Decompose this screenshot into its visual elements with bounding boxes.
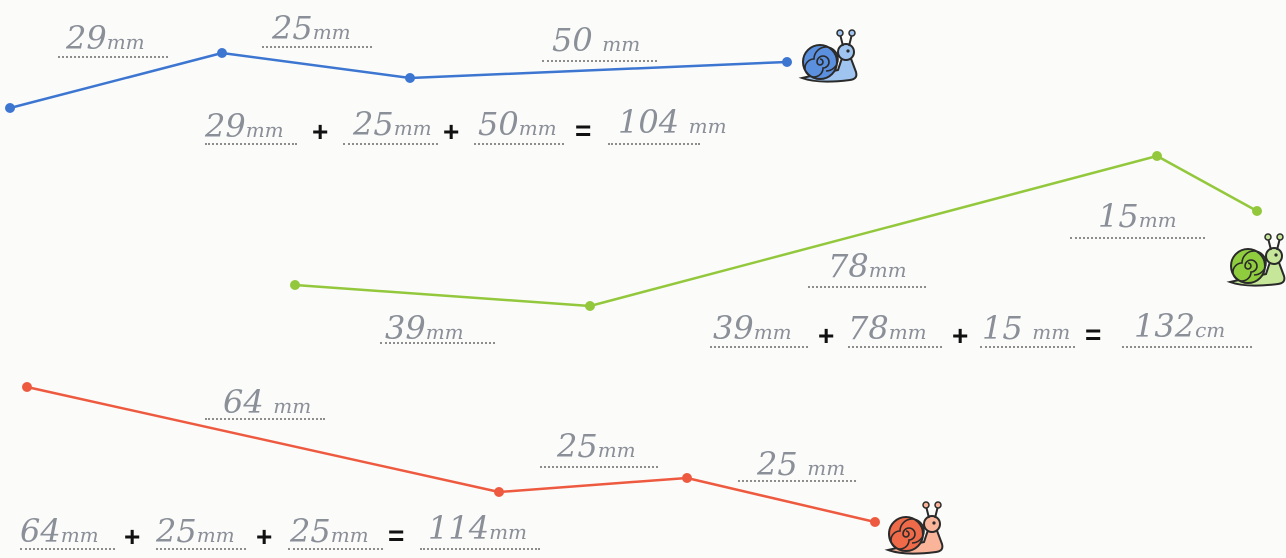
answer-line bbox=[205, 418, 325, 420]
snail-antenna-tip bbox=[934, 501, 942, 509]
green-total: 132cm bbox=[1134, 307, 1226, 345]
green-term-1: 39mm bbox=[713, 309, 792, 347]
blue-vertex-4 bbox=[782, 57, 792, 67]
green-vertex-3 bbox=[1152, 151, 1162, 161]
answer-line bbox=[474, 143, 564, 145]
red-term-3: 25mm bbox=[290, 512, 369, 550]
green-term-3: 15 mm bbox=[982, 309, 1071, 347]
red-polyline bbox=[25, 385, 877, 524]
green-segment-3-label: 15mm bbox=[1098, 197, 1177, 235]
red-total: 114mm bbox=[428, 509, 528, 547]
blue-polyline bbox=[8, 51, 789, 110]
plus-sign: + bbox=[952, 320, 969, 351]
red-term-1: 64mm bbox=[20, 512, 99, 550]
red-vertex-4 bbox=[870, 517, 880, 527]
blue-vertex-1 bbox=[5, 103, 15, 113]
snail-shell-spiral bbox=[1232, 250, 1267, 282]
answer-line bbox=[848, 346, 942, 348]
blue-segment-3-label: 50 mm bbox=[552, 21, 641, 59]
blue-vertex-3 bbox=[405, 73, 415, 83]
answer-line bbox=[608, 143, 700, 145]
answer-line bbox=[380, 342, 495, 344]
red-snail-icon bbox=[884, 501, 944, 555]
green-segment-1-label: 39mm bbox=[385, 309, 464, 347]
answer-line bbox=[980, 346, 1075, 348]
snail-shell-spiral bbox=[804, 46, 839, 78]
answer-line bbox=[710, 346, 808, 348]
green-snail-icon bbox=[1226, 233, 1286, 287]
equals-sign: = bbox=[1085, 319, 1102, 350]
green-polyline bbox=[293, 154, 1259, 308]
answer-line bbox=[1070, 237, 1205, 239]
red-segment-1-label: 64 mm bbox=[223, 383, 312, 421]
red-vertex-2 bbox=[494, 487, 504, 497]
snail-antenna-tip bbox=[836, 29, 844, 37]
green-vertex-4 bbox=[1252, 206, 1262, 216]
answer-line bbox=[738, 480, 856, 482]
green-broken-line bbox=[290, 151, 1262, 311]
red-vertex-3 bbox=[682, 473, 692, 483]
blue-term-1: 29mm bbox=[205, 107, 284, 145]
plus-sign: + bbox=[312, 116, 329, 147]
green-term-2: 78mm bbox=[848, 309, 927, 347]
red-vertex-1 bbox=[22, 382, 32, 392]
red-segment-2-label: 25mm bbox=[557, 427, 636, 465]
snail-head bbox=[837, 43, 855, 61]
blue-segment-2-label: 25mm bbox=[272, 9, 351, 47]
snail-antenna-tip bbox=[848, 29, 856, 37]
answer-line bbox=[205, 143, 297, 145]
blue-vertex-2 bbox=[217, 48, 227, 58]
plus-sign: + bbox=[443, 116, 460, 147]
answer-line bbox=[542, 60, 657, 62]
answer-line bbox=[540, 466, 658, 468]
snail-head bbox=[923, 515, 941, 533]
blue-broken-line bbox=[5, 48, 792, 113]
blue-snail-icon bbox=[798, 29, 858, 83]
snail-antenna-tip bbox=[1264, 233, 1272, 241]
answer-line bbox=[420, 548, 540, 550]
red-term-2: 25mm bbox=[156, 512, 235, 550]
equals-sign: = bbox=[575, 115, 592, 146]
red-segment-3-label: 25 mm bbox=[757, 445, 846, 483]
snail-antenna-tip bbox=[922, 501, 930, 509]
blue-segment-1-label: 29mm bbox=[66, 19, 145, 57]
answer-line bbox=[1122, 346, 1252, 348]
green-vertex-2 bbox=[585, 301, 595, 311]
answer-line bbox=[343, 143, 438, 145]
answer-line bbox=[288, 548, 383, 550]
answer-line bbox=[156, 548, 246, 550]
plus-sign: + bbox=[124, 521, 141, 552]
equals-sign: = bbox=[388, 520, 405, 551]
answer-line bbox=[58, 56, 168, 58]
snail-antenna-tip bbox=[1276, 233, 1284, 241]
blue-total: 104 mm bbox=[618, 103, 727, 141]
plus-sign: + bbox=[256, 521, 273, 552]
snail-eye bbox=[932, 521, 936, 525]
blue-term-3: 50mm bbox=[478, 105, 557, 143]
plus-sign: + bbox=[818, 320, 835, 351]
snail-shell-spiral bbox=[890, 518, 925, 550]
snail-head bbox=[1265, 247, 1283, 265]
red-broken-line bbox=[22, 382, 880, 527]
snail-eye bbox=[846, 49, 850, 53]
green-vertex-1 bbox=[290, 280, 300, 290]
blue-term-2: 25mm bbox=[353, 105, 432, 143]
answer-line bbox=[808, 286, 926, 288]
green-segment-2-label: 78mm bbox=[828, 247, 907, 285]
answer-line bbox=[262, 46, 372, 48]
snail-eye bbox=[1274, 253, 1278, 257]
answer-line bbox=[20, 548, 115, 550]
